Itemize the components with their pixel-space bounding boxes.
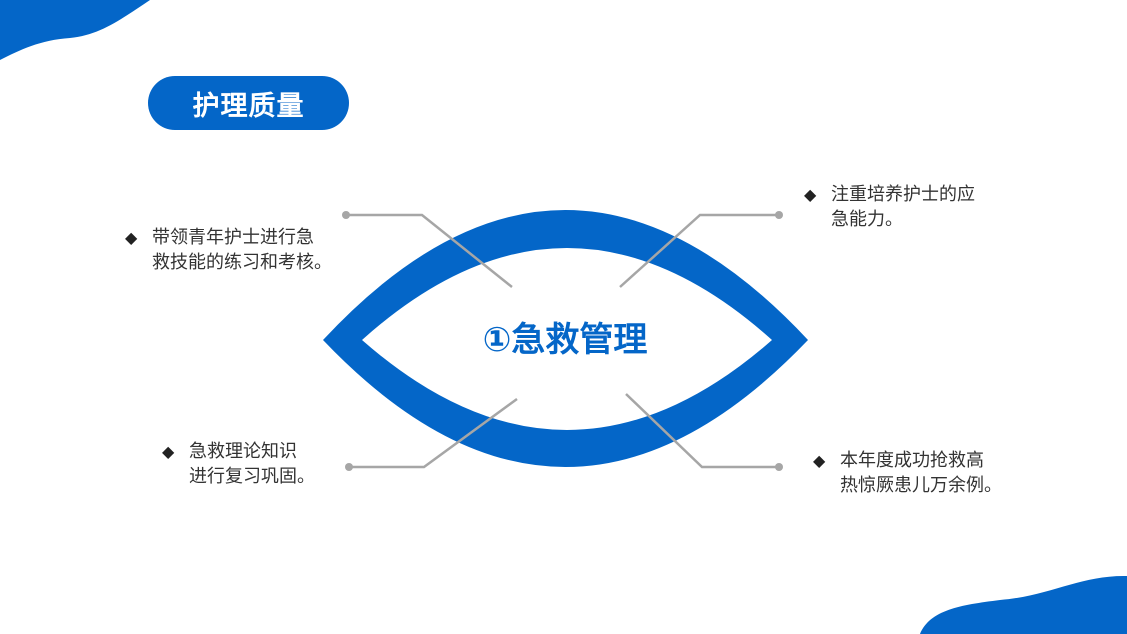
eye-ring	[323, 210, 808, 467]
connector-dot	[775, 211, 783, 219]
connector-dot	[345, 463, 353, 471]
connector-bottom-left	[349, 397, 518, 469]
diamond-icon: ◆	[125, 228, 138, 247]
diamond-icon: ◆	[162, 442, 175, 461]
connector-top-right	[619, 213, 779, 288]
note-bottom-left: ◆ 急救理论知识 进行复习巩固。	[162, 441, 315, 487]
connector-dot	[342, 211, 350, 219]
note-top-left: ◆ 带领青年护士进行急 救技能的练习和考核。	[125, 227, 332, 273]
connector-bottom-right	[625, 393, 779, 469]
corner-wave-top-left	[0, 0, 150, 60]
note-bottom-right: ◆ 本年度成功抢救高 热惊厥患儿万余例。	[813, 450, 1002, 496]
diamond-icon: ◆	[813, 451, 826, 470]
connector-dot	[775, 463, 783, 471]
connector-lines	[346, 213, 779, 469]
diamond-icon: ◆	[804, 185, 817, 204]
center-label: ①急救管理	[482, 320, 648, 360]
note-top-right: ◆ 注重培养护士的应 急能力。	[804, 184, 975, 230]
corner-wave-bottom-right	[920, 575, 1127, 634]
connector-top-left	[346, 213, 513, 288]
section-title: 护理质量	[148, 76, 349, 130]
